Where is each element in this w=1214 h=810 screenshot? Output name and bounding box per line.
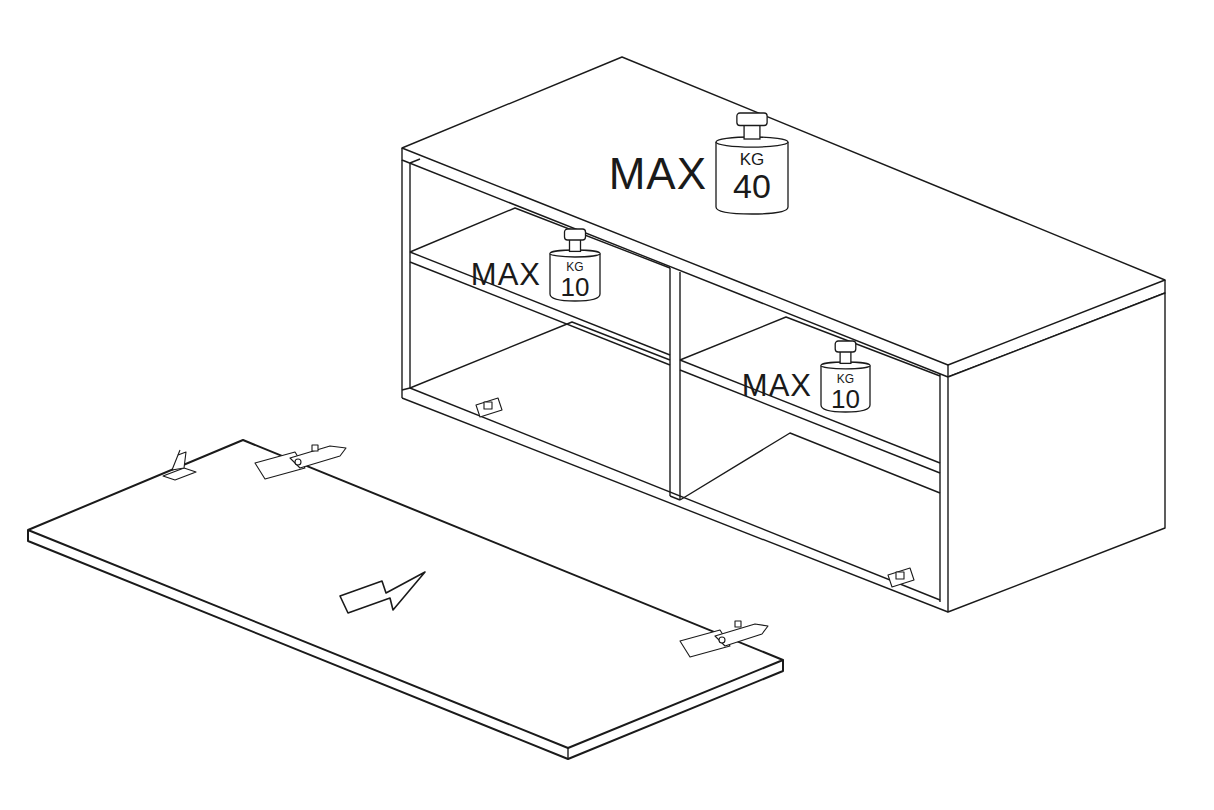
weight-node: MAXKG40 xyxy=(715,112,789,215)
unit-label: KG xyxy=(549,261,601,273)
weight-node: MAXKG10 xyxy=(820,340,871,413)
weight-node: MAXKG10 xyxy=(549,228,601,302)
unit-label: KG xyxy=(715,151,789,168)
weight-value: 10 xyxy=(549,274,601,300)
max-label: MAX xyxy=(742,370,812,401)
max-label: MAX xyxy=(609,152,707,196)
weight-value: 10 xyxy=(820,386,871,412)
unit-label: KG xyxy=(820,373,871,385)
weight-value: 40 xyxy=(715,169,789,203)
max-label: MAX xyxy=(471,259,541,290)
